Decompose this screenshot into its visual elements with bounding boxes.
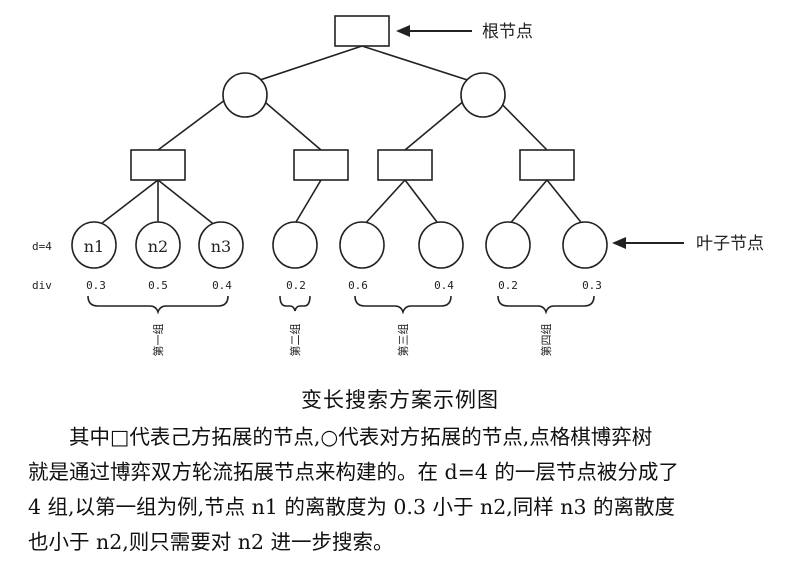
group-label: 第一组	[151, 324, 165, 357]
self-node	[519, 149, 575, 181]
leaf-name: n2	[148, 237, 168, 256]
leaf-label: 叶子节点	[696, 234, 764, 254]
leaf-node	[418, 221, 464, 269]
edge	[295, 179, 322, 223]
edge	[404, 179, 441, 227]
figure-caption: 变长搜索方案示例图	[301, 388, 499, 412]
opponent-node	[222, 72, 268, 118]
opponent-node	[460, 72, 506, 118]
leaf-node	[135, 221, 181, 269]
edge	[244, 45, 363, 86]
leaf-node	[71, 221, 117, 269]
leaf-node	[272, 221, 318, 269]
group-brace	[279, 295, 311, 312]
self-node	[377, 149, 433, 181]
div-value: 0.4	[212, 279, 232, 292]
root-arrow	[396, 25, 472, 37]
group-brace	[497, 295, 595, 315]
paragraph-line: 4 组,以第一组为例,节点 n1 的离散度为 0.3 小于 n2,同样 n3 的…	[28, 495, 676, 519]
depth-label: d=4	[32, 240, 52, 253]
edge	[157, 179, 222, 231]
edge	[507, 179, 548, 227]
group-brace	[354, 295, 452, 315]
group-label: 第二组	[288, 324, 302, 357]
edge	[361, 45, 484, 86]
self-node	[130, 149, 186, 181]
leaf-name: n1	[84, 237, 104, 256]
self-node	[293, 149, 349, 181]
leaf-node	[485, 221, 531, 269]
leaf-node	[562, 221, 608, 269]
leaf-node	[198, 221, 244, 269]
leaf-node	[339, 221, 385, 269]
group-brace	[87, 295, 229, 315]
leaf-name: n3	[211, 237, 231, 256]
root-node	[334, 15, 390, 47]
div-label: div	[32, 279, 52, 292]
div-value: 0.4	[434, 279, 454, 292]
edge	[546, 179, 585, 227]
group-label: 第四组	[539, 324, 553, 357]
div-value: 0.6	[348, 279, 368, 292]
div-value: 0.5	[148, 279, 168, 292]
div-value: 0.3	[582, 279, 602, 292]
edge	[92, 179, 159, 231]
div-value: 0.3	[86, 279, 106, 292]
leaf-arrow	[612, 237, 684, 249]
body-paragraph: 其中□代表己方拓展的节点,○代表对方拓展的节点,点格棋博弈树 就是通过博弈双方轮…	[28, 420, 798, 560]
div-value: 0.2	[286, 279, 306, 292]
edge	[362, 179, 406, 227]
group-label: 第三组	[396, 324, 410, 357]
div-value: 0.2	[498, 279, 518, 292]
search-tree-diagram: 根节点 叶子节点 d=4 div n1 n2 n3 0.3 0.5 0.4 0.…	[32, 15, 764, 357]
paragraph-line: 就是通过博弈双方轮流拓展节点来构建的。在 d=4 的一层节点被分成了	[28, 460, 679, 484]
paragraph-line: 其中□代表己方拓展的节点,○代表对方拓展的节点,点格棋博弈树	[69, 425, 653, 449]
paragraph-line: 也小于 n2,则只需要对 n2 进一步搜索。	[28, 530, 394, 554]
root-label: 根节点	[482, 22, 533, 42]
